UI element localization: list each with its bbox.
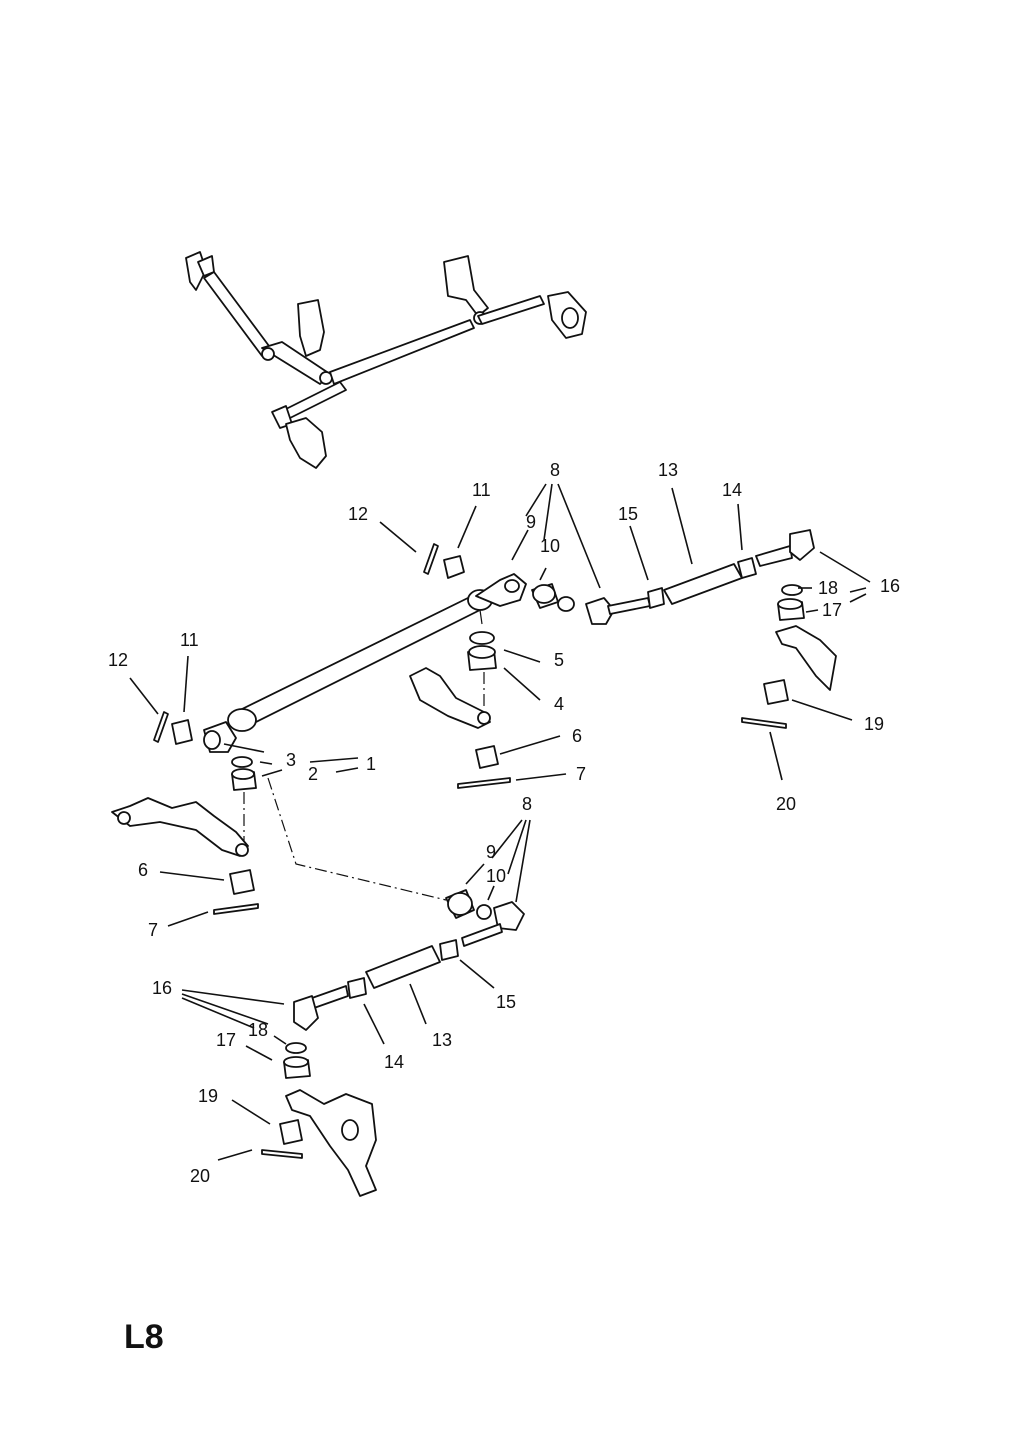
page-code: L8: [124, 1318, 164, 1356]
callout-11-lower: 11: [180, 630, 199, 650]
callout-12-upper: 12: [348, 504, 368, 524]
callout-15-upper: 15: [618, 504, 638, 524]
callout-13-upper: 13: [658, 460, 678, 480]
callout-8-upper: 8: [550, 460, 560, 480]
upper-tie-rod-assembly: [531, 529, 837, 729]
callout-3: 3: [286, 750, 296, 770]
callout-10-lower: 10: [486, 866, 506, 886]
idler-arm: [409, 667, 511, 789]
callout-14-upper: 14: [722, 480, 742, 500]
callout-1: 1: [366, 754, 376, 774]
callout-labels: 12 11 8 9 10 15 13 14 16 18 17 5 4 6 7 1…: [108, 460, 900, 1186]
callout-6-center: 6: [572, 726, 582, 746]
center-link-hardware: [153, 543, 497, 791]
center-link: [203, 573, 527, 753]
callout-19-lower: 19: [198, 1086, 218, 1106]
callout-7-left: 7: [148, 920, 158, 940]
callout-17-lower: 17: [216, 1030, 236, 1050]
callout-7-center: 7: [576, 764, 586, 784]
pitman-arm: [111, 792, 259, 915]
callout-18-upper: 18: [818, 578, 838, 598]
callout-8-lower: 8: [522, 794, 532, 814]
callout-2: 2: [308, 764, 318, 784]
callout-11-upper: 11: [472, 480, 491, 500]
callout-20-upper: 20: [776, 794, 796, 814]
callout-14-lower: 14: [384, 1052, 404, 1072]
callout-17-upper: 17: [822, 600, 842, 620]
callout-12-lower: 12: [108, 650, 128, 670]
overview-assembly: [185, 251, 587, 469]
callout-18-lower: 18: [248, 1020, 268, 1040]
callout-9-lower: 9: [486, 842, 496, 862]
callout-16-upper: 16: [880, 576, 900, 596]
callout-19-upper: 19: [864, 714, 884, 734]
callout-5: 5: [554, 650, 564, 670]
callout-13-lower: 13: [432, 1030, 452, 1050]
lower-tie-rod-assembly: [261, 889, 525, 1197]
assembly-line: [267, 777, 447, 901]
callout-10-upper: 10: [540, 536, 560, 556]
callout-9-upper: 9: [526, 512, 536, 532]
callout-6-left: 6: [138, 860, 148, 880]
callout-16-lower: 16: [152, 978, 172, 998]
callout-4: 4: [554, 694, 564, 714]
callout-20-lower: 20: [190, 1166, 210, 1186]
callout-15-lower: 15: [496, 992, 516, 1012]
leader-lines: [129, 483, 871, 1161]
